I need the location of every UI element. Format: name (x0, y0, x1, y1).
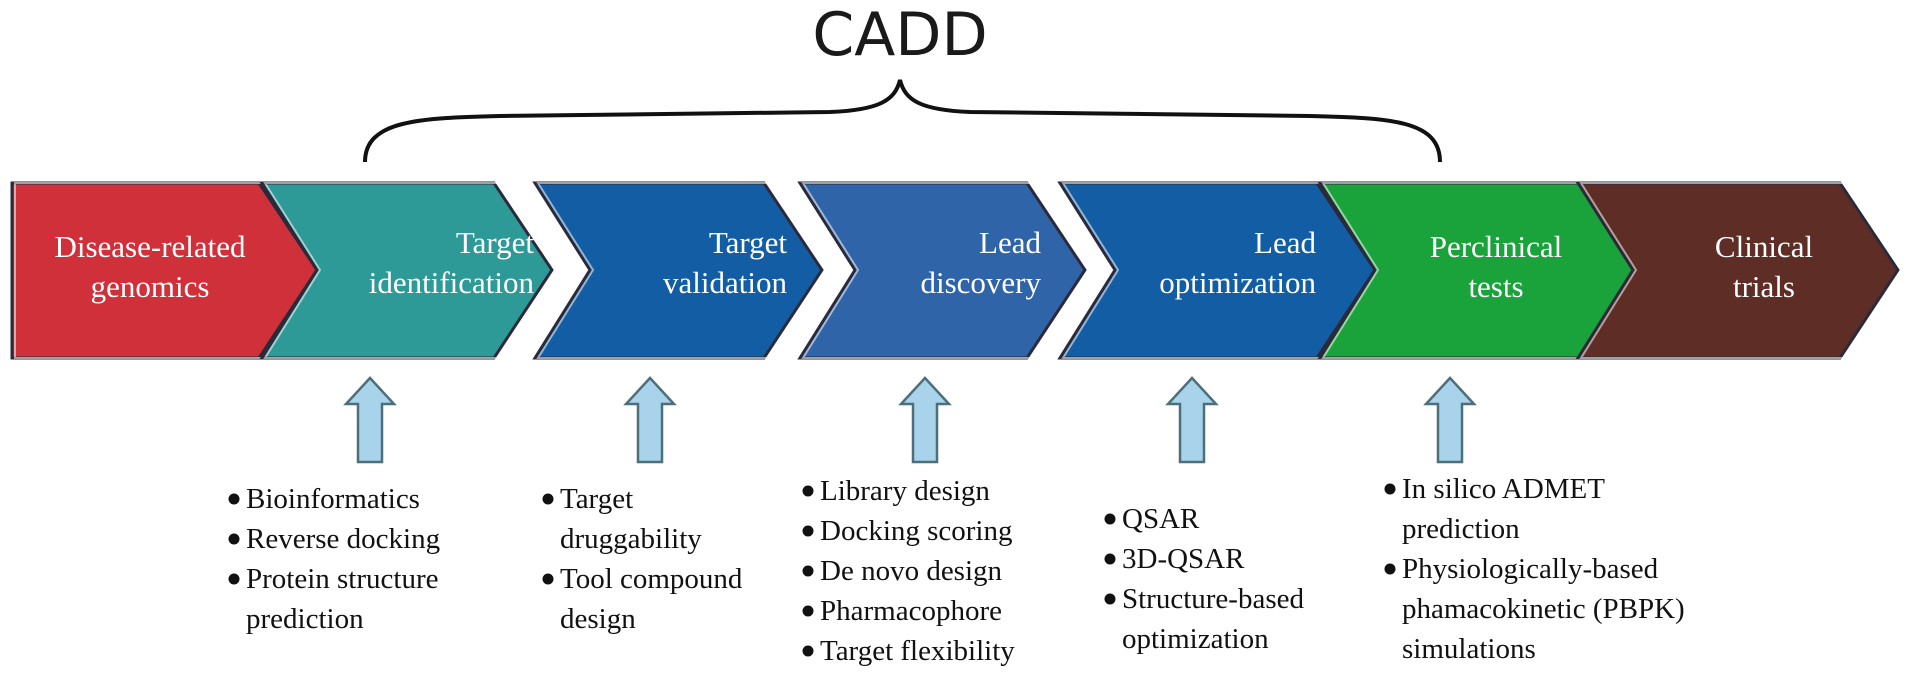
method-item-text: phamacokinetic (PBPK) (1402, 593, 1685, 625)
method-item-text: druggability (560, 523, 702, 555)
bullet-icon (1384, 563, 1396, 575)
stage-target-validation-label-line: validation (663, 265, 787, 300)
bullet-icon (1104, 553, 1116, 565)
bullet-icon (228, 493, 240, 505)
method-item-text: Structure-based (1122, 583, 1304, 615)
up-arrow-icon (623, 376, 677, 464)
method-item-text: design (560, 603, 636, 635)
bullet-icon (802, 485, 814, 497)
method-item-text: 3D-QSAR (1122, 543, 1245, 575)
method-item-text: Target (560, 483, 633, 515)
stage-disease-related-genomics-label-line: Disease-related (54, 229, 246, 264)
up-arrow-icon (898, 376, 952, 464)
bullet-icon (802, 605, 814, 617)
stage-perclinical-tests-label-line: Perclinical (1430, 229, 1563, 264)
bullet-icon (802, 525, 814, 537)
method-item-text: Docking scoring (820, 515, 1013, 547)
bullet-icon (1104, 593, 1116, 605)
method-item-text: Physiologically-based (1402, 553, 1659, 585)
stage-lead-discovery-label-line: discovery (920, 265, 1041, 300)
method-item-text: Target flexibility (820, 635, 1015, 667)
bullet-icon (1104, 513, 1116, 525)
bullet-icon (542, 573, 554, 585)
stage-target-validation-highlight (536, 182, 827, 359)
method-item-text: simulations (1402, 633, 1536, 665)
pipeline-stages: Disease-related genomics Target identificat… (10, 181, 1903, 360)
bullet-icon (1384, 483, 1396, 495)
method-item-text: optimization (1122, 623, 1269, 655)
bullet-icon (802, 565, 814, 577)
stage-lead-optimization-label-line: Lead (1254, 225, 1316, 260)
method-item-text: QSAR (1122, 503, 1200, 535)
bullet-icon (228, 533, 240, 545)
stage-target-identification-label-line: Target (456, 225, 535, 260)
stage-clinical-trials-label-line: Clinical (1715, 229, 1813, 264)
stage-target-validation-label-line: Target (709, 225, 788, 260)
method-item-text: prediction (246, 603, 364, 635)
stage-lead-discovery-highlight (801, 182, 1090, 359)
up-arrow-icon (1423, 376, 1477, 464)
method-item-text: Reverse docking (246, 523, 440, 555)
method-item-text: Tool compound (560, 563, 743, 595)
method-item-text: prediction (1402, 513, 1520, 545)
stage-target-identification-label-line: identification (369, 265, 535, 300)
stage-lead-discovery-label-line: Lead (979, 225, 1041, 260)
bullet-icon (542, 493, 554, 505)
stage-lead-optimization-label-line: optimization (1159, 265, 1316, 300)
method-item-text: Pharmacophore (820, 595, 1002, 627)
up-arrow-icon (1165, 376, 1219, 464)
method-item-text: In silico ADMET (1402, 473, 1605, 505)
method-arrows (343, 376, 1477, 464)
stage-target-identification-highlight (263, 182, 557, 359)
method-item-text: Bioinformatics (246, 483, 420, 515)
stage-clinical-trials-label-line: trials (1733, 269, 1795, 304)
bullet-icon (228, 573, 240, 585)
method-item-text: Library design (820, 475, 990, 507)
up-arrow-icon (343, 376, 397, 464)
stage-clinical-trials-highlight (1579, 182, 1903, 359)
stage-disease-related-genomics-label-line: genomics (91, 269, 210, 304)
cadd-title: CADD (812, 0, 987, 70)
method-item-text: Protein structure (246, 563, 438, 595)
stage-perclinical-tests-label-line: tests (1468, 269, 1523, 304)
cadd-brace (363, 79, 1442, 163)
bullet-icon (802, 645, 814, 657)
method-item-text: De novo design (820, 555, 1003, 587)
